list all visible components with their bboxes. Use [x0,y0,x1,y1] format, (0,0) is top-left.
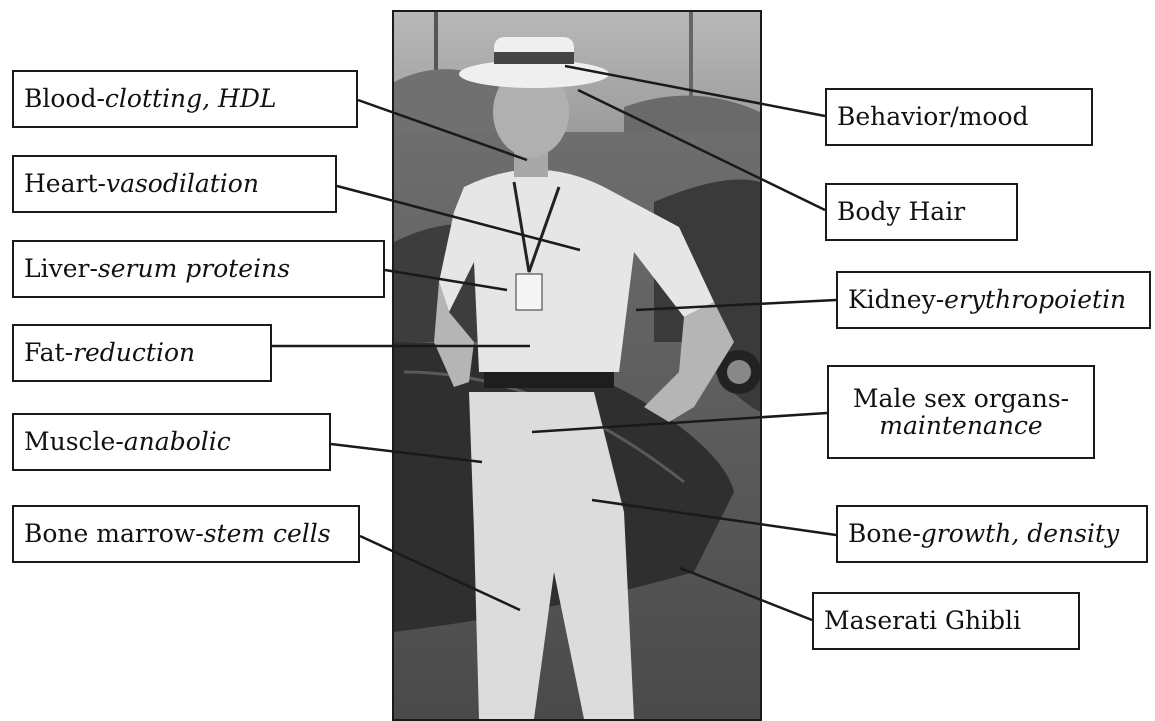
label-liver: Liver-serum proteins [12,240,385,298]
label-bone-prefix: Bone- [848,519,921,549]
label-hair-prefix: Body Hair [837,197,966,227]
label-male-prefix: Male sex organs- [852,383,1070,413]
label-heart-prefix: Heart- [24,169,106,199]
label-male: Male sex organs- maintenance [827,365,1095,459]
label-blood-effect: clotting, HDL [104,84,277,114]
label-liver-prefix: Liver- [24,254,98,284]
label-hair: Body Hair [825,183,1018,241]
label-fat: Fat-reduction [12,324,272,382]
label-car: Maserati Ghibli [812,592,1080,650]
label-heart: Heart-vasodilation [12,155,337,213]
label-behavior: Behavior/mood [825,88,1093,146]
label-muscle: Muscle-anabolic [12,413,331,471]
label-heart-effect: vasodilation [105,169,259,199]
label-bone-effect: growth, density [920,519,1120,549]
label-muscle-effect: anabolic [123,427,231,457]
label-marrow-effect: stem cells [203,519,331,549]
label-fat-effect: reduction [73,338,196,368]
label-muscle-prefix: Muscle- [24,427,124,457]
label-kidney-effect: erythropoietin [944,285,1127,315]
label-bone: Bone-growth, density [836,505,1148,563]
label-behavior-prefix: Behavior/mood [837,102,1029,132]
label-blood-prefix: Blood- [24,84,105,114]
label-marrow-prefix: Bone marrow- [24,519,204,549]
label-liver-effect: serum proteins [97,254,291,284]
label-fat-prefix: Fat- [24,338,74,368]
label-kidney-prefix: Kidney- [848,285,945,315]
label-kidney: Kidney-erythropoietin [836,271,1151,329]
label-blood: Blood-clotting, HDL [12,70,358,128]
label-marrow: Bone marrow-stem cells [12,505,360,563]
label-car-prefix: Maserati Ghibli [824,606,1022,636]
photograph [392,10,762,721]
label-male-effect: maintenance [879,411,1043,440]
